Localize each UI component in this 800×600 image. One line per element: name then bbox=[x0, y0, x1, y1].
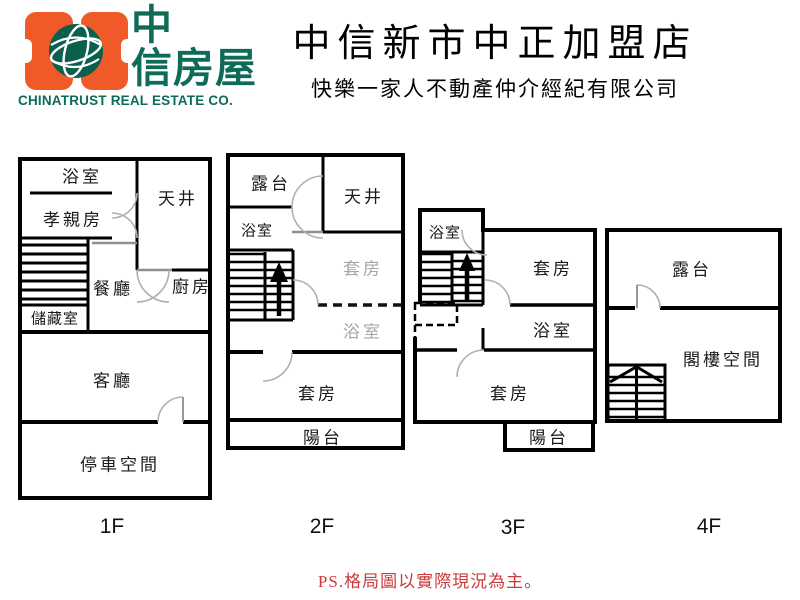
room-label: 陽台 bbox=[529, 428, 569, 448]
floorplan-1f: 浴室 天井 孝親房 餐廳 廚房 儲藏室 客廳 停車空間 bbox=[13, 150, 215, 505]
disclaimer-note: PS.格局圖以實際現況為主。 bbox=[317, 572, 543, 591]
room-label: 浴室 bbox=[533, 321, 573, 341]
light-walls bbox=[92, 241, 172, 272]
room-label: 浴室 bbox=[240, 223, 274, 240]
stairs bbox=[230, 252, 293, 320]
floorplan-1f-drawing bbox=[18, 157, 212, 500]
chinatrust-logo-icon bbox=[19, 12, 134, 90]
stairs bbox=[606, 363, 667, 423]
brand-line2: 信房屋 bbox=[131, 44, 257, 91]
room-label: 儲藏室 bbox=[30, 311, 80, 328]
logo-globe-icon bbox=[49, 24, 103, 78]
floorplan-4f: 露台 閣樓空間 bbox=[600, 224, 788, 429]
door-arcs bbox=[262, 175, 324, 382]
room-label: 停車空間 bbox=[80, 455, 160, 475]
walls bbox=[18, 157, 212, 500]
walls bbox=[413, 208, 597, 452]
walls bbox=[226, 153, 405, 450]
room-label: 套房 bbox=[298, 384, 338, 404]
stair-opening-dashed bbox=[413, 301, 459, 327]
stairs bbox=[420, 252, 483, 307]
room-label: 露台 bbox=[672, 260, 712, 280]
room-label: 孝親房 bbox=[43, 210, 103, 230]
floor-label-3f: 3F bbox=[500, 516, 526, 539]
room-label: 閣樓空間 bbox=[683, 350, 763, 370]
room-label: 套房 bbox=[343, 259, 383, 279]
room-label: 餐廳 bbox=[93, 279, 133, 299]
door-arcs bbox=[456, 229, 511, 378]
room-label: 套房 bbox=[490, 384, 530, 404]
room-label: 浴室 bbox=[428, 225, 462, 242]
door-arcs bbox=[111, 192, 184, 423]
logo-notch-right bbox=[121, 39, 134, 63]
page-title: 中信新市中正加盟店 bbox=[292, 23, 698, 65]
room-label: 套房 bbox=[533, 259, 573, 279]
brand-name-cjk: 中信房屋 bbox=[131, 4, 257, 89]
title-block: 中信新市中正加盟店 快樂一家人不動產仲介經紀有限公司 bbox=[285, 12, 705, 103]
floor-label-4f: 4F bbox=[696, 515, 722, 538]
room-label: 浴室 bbox=[62, 167, 102, 187]
room-label: 天井 bbox=[158, 189, 198, 209]
logo-notch-left bbox=[19, 39, 32, 63]
floorplan-3f: 浴室 套房 浴室 套房 陽台 bbox=[410, 203, 602, 453]
room-label: 陽台 bbox=[303, 428, 343, 448]
stairs bbox=[22, 243, 88, 301]
floorplan-2f: 露台 天井 浴室 套房 浴室 套房 陽台 bbox=[223, 150, 408, 452]
company-name-en: CHINATRUST REAL ESTATE CO. bbox=[18, 93, 233, 108]
room-label: 露台 bbox=[251, 174, 291, 194]
walls bbox=[605, 228, 782, 423]
stairs-up-arrow-icon bbox=[270, 262, 288, 282]
room-label: 廚房 bbox=[172, 277, 212, 297]
floor-label-2f: 2F bbox=[309, 515, 335, 538]
room-label: 浴室 bbox=[343, 322, 383, 342]
brand-line1: 中 bbox=[131, 2, 173, 48]
page-subtitle: 快樂一家人不動產仲介經紀有限公司 bbox=[311, 77, 679, 101]
floorplan-2f-drawing bbox=[226, 153, 405, 450]
floorplan-3f-drawing bbox=[413, 208, 597, 452]
floorplan-4f-drawing bbox=[605, 228, 782, 423]
door-arcs bbox=[636, 284, 661, 309]
floor-label-1f: 1F bbox=[99, 515, 125, 538]
room-label: 天井 bbox=[344, 187, 384, 207]
room-label: 客廳 bbox=[93, 371, 133, 391]
stairs-up-arrow-icon bbox=[459, 253, 475, 271]
